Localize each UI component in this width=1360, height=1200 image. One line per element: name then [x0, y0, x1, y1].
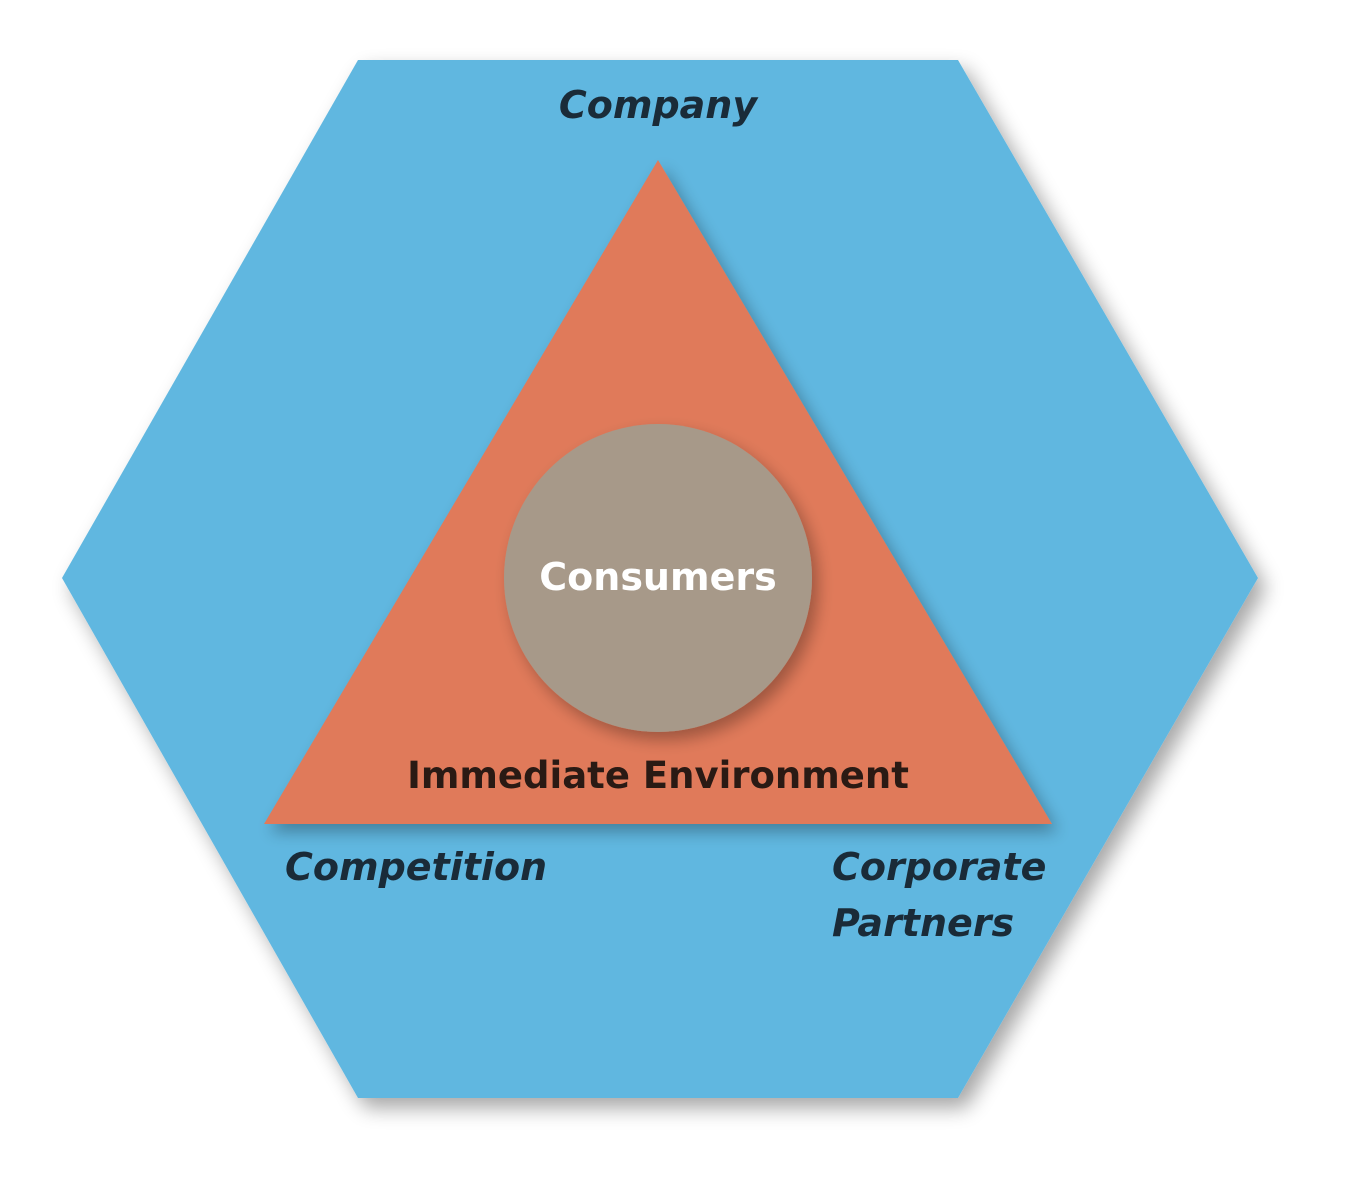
competition-label: Competition [285, 845, 547, 889]
company-label: Company [559, 83, 759, 127]
consumers-circle [504, 424, 812, 732]
immediate-environment-label: Immediate Environment [407, 754, 909, 797]
consumers-label: Consumers [539, 555, 776, 599]
corporate-partners-label-line2: Partners [832, 901, 1014, 945]
corporate-partners-label-line1: Corporate [832, 845, 1046, 889]
